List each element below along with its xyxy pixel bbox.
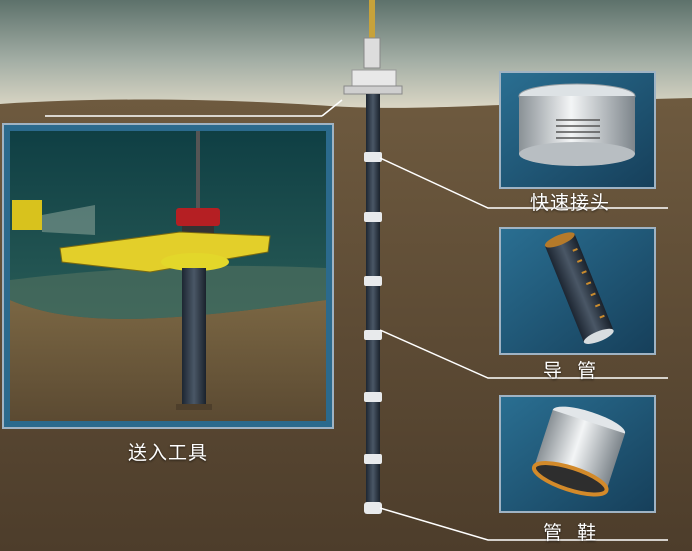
pointer-guide-pipe bbox=[379, 329, 668, 379]
running-tool-inset bbox=[2, 123, 334, 429]
label-guide-pipe: 导 管 bbox=[543, 360, 598, 382]
pointer-quick-connector bbox=[379, 157, 668, 209]
label-quick-connector: 快速接头 bbox=[530, 192, 611, 214]
guide-pipe-inset bbox=[499, 227, 656, 355]
quick-connector-inset bbox=[499, 71, 656, 189]
pointer-pipe-shoe bbox=[379, 507, 668, 541]
label-pipe-shoe: 管 鞋 bbox=[543, 522, 598, 544]
pipe-shoe-inset bbox=[499, 395, 656, 513]
pile-string bbox=[343, 0, 403, 514]
label-running-tool: 送入工具 bbox=[128, 442, 209, 464]
